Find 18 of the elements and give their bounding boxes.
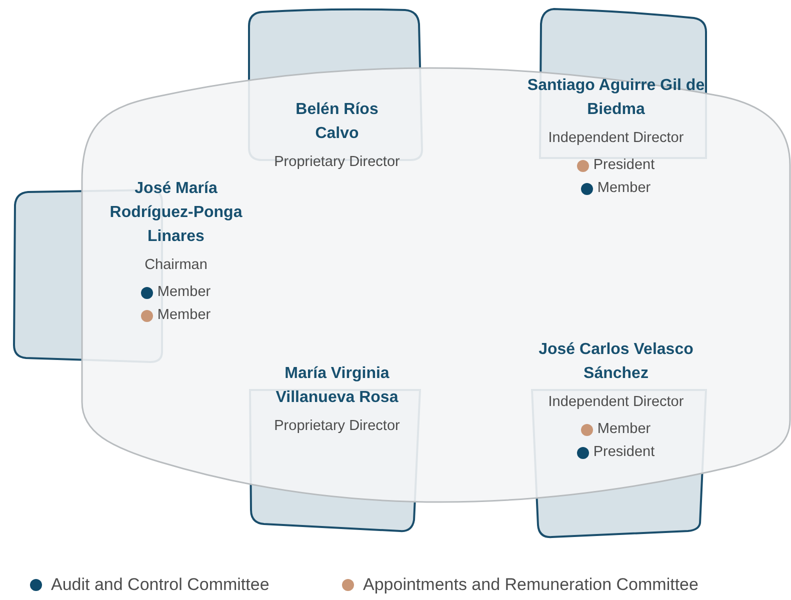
committee-role: Member [597, 179, 651, 198]
committee-role: Member [157, 306, 211, 325]
director-name: José María Rodríguez-Ponga Linares [108, 179, 244, 247]
director-role: Proprietary Director [274, 417, 400, 436]
director-name: Belén Ríos Calvo [294, 100, 380, 144]
committee-role: Member [157, 283, 211, 302]
committee-role: Member [597, 420, 651, 439]
director-role: Independent Director [548, 393, 684, 412]
committee-role: President [593, 156, 655, 175]
director-role: Chairman [144, 256, 208, 275]
legend-label: Audit and Control Committee [51, 575, 270, 595]
director-role: Independent Director [548, 129, 684, 148]
director-role: Proprietary Director [274, 153, 400, 172]
director-name: María Virginia Villanueva Rosa [274, 364, 400, 408]
director-name: José Carlos Velasco Sánchez [538, 340, 694, 384]
committee-role: President [593, 443, 655, 462]
legend-label: Appointments and Remuneration Committee [363, 575, 698, 595]
director-name: Santiago Aguirre Gil de Biedma [526, 76, 706, 120]
